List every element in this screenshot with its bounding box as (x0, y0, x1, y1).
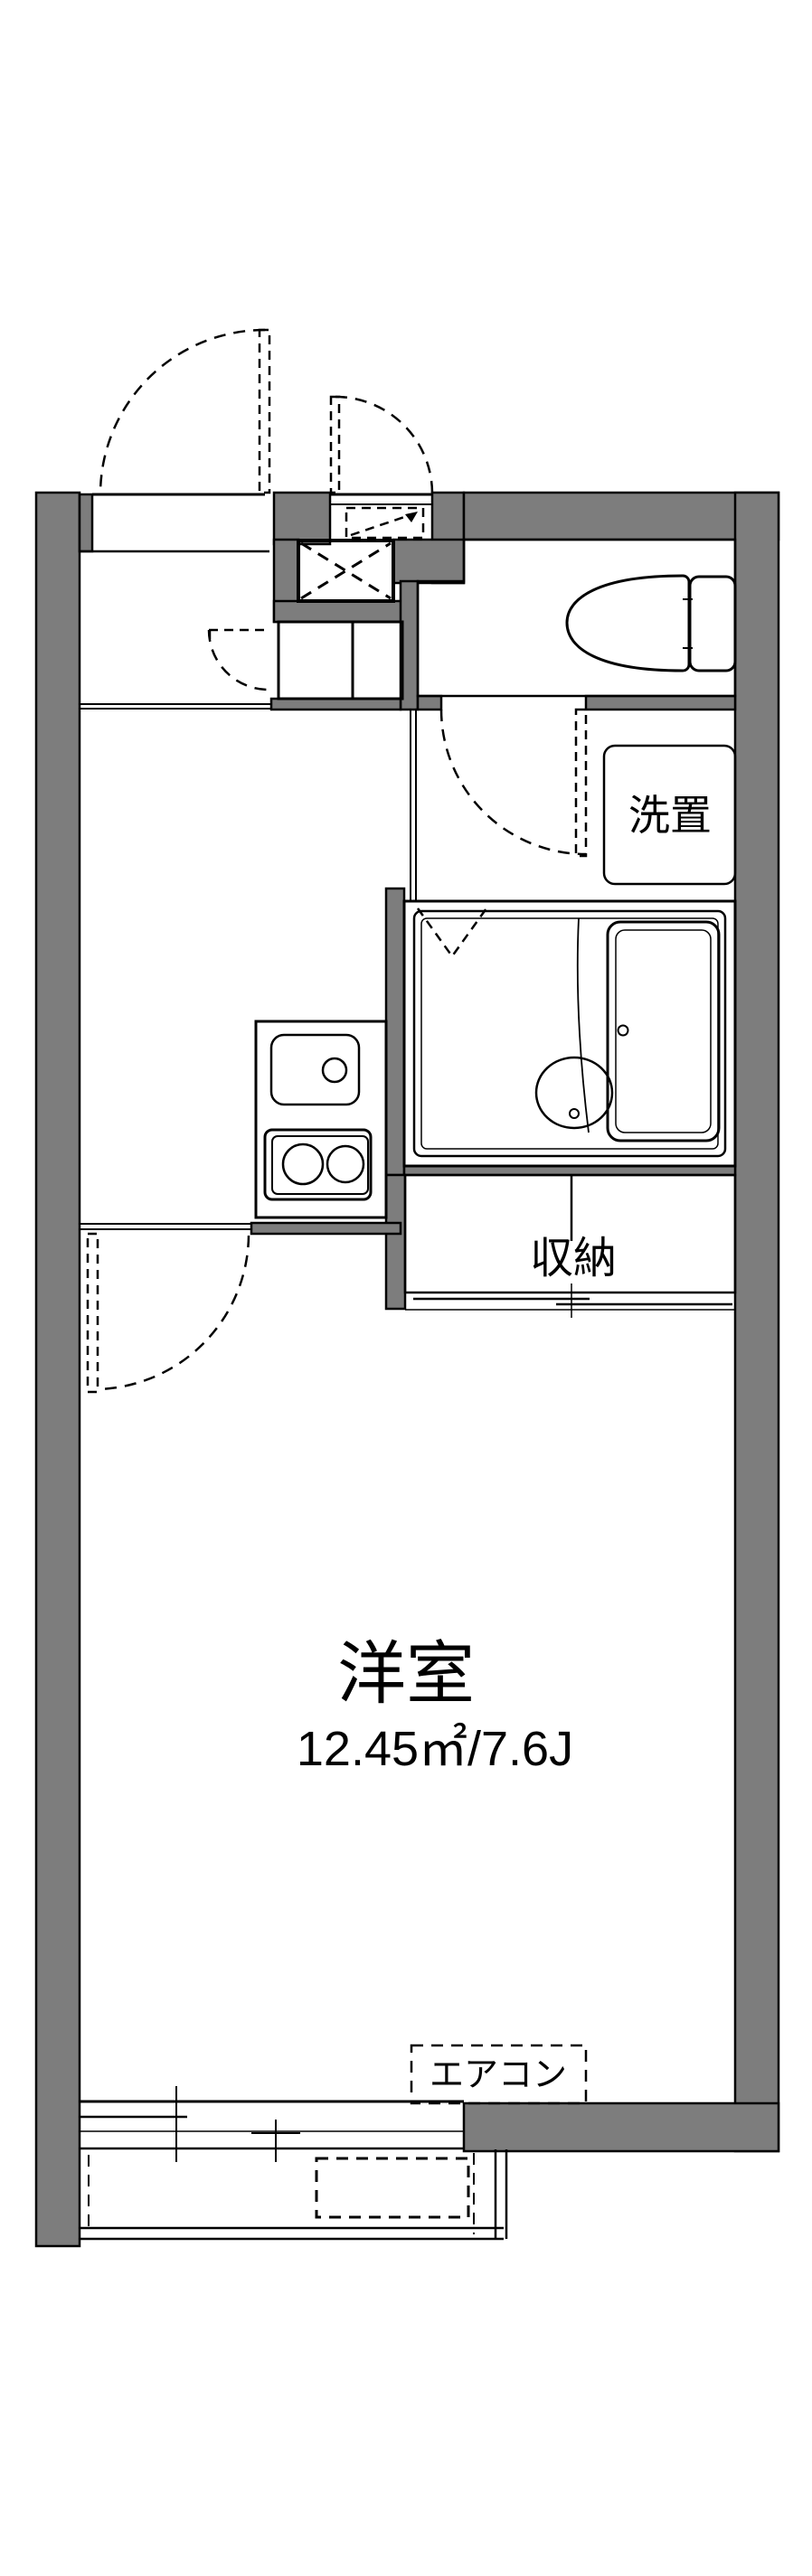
toilet-tank-icon (688, 575, 737, 672)
folding-bath-door-icon (416, 907, 488, 959)
laundry-label: 洗置 (628, 792, 712, 839)
room-door-leaf (86, 1232, 99, 1394)
toilet-doorway-right-wall (584, 694, 737, 711)
burner-left-icon (281, 1142, 325, 1186)
bottom-right-wall (462, 2101, 780, 2153)
balcony-icon (80, 2149, 508, 2241)
bathroom (402, 899, 737, 1168)
air-conditioner-slot-icon (410, 2044, 588, 2105)
basin-drain-icon (569, 1108, 580, 1119)
entry-porch (92, 328, 434, 540)
kitchen-sink-icon (269, 1033, 361, 1106)
meter-box-diagonal-2 (300, 541, 392, 600)
kitchen (254, 1020, 388, 1219)
toilet-room (416, 538, 737, 858)
washroom: 洗置 (410, 710, 737, 901)
bathtub-handle-icon (617, 1024, 629, 1037)
toilet-doorway-left-jamb (416, 694, 443, 711)
meter-box-icon (297, 539, 395, 603)
stove-outline (263, 1128, 373, 1201)
shower-partition-line (576, 917, 590, 1133)
bathroom-outer (402, 899, 737, 1168)
top-wall-entry-block (272, 491, 332, 546)
kitchen-counter (254, 1020, 388, 1219)
shoe-cabinet-icon (277, 620, 354, 700)
left-wall-entry-thick (78, 493, 94, 553)
trunk-arrow-head (405, 512, 418, 522)
trunk-door-leaf (329, 395, 341, 494)
right-wall (733, 491, 780, 2153)
western-room-label: 洋室 (337, 1636, 475, 1713)
washing-machine-space (602, 744, 737, 886)
outer-walls (34, 491, 780, 2248)
bathroom-left-wall (384, 887, 406, 1177)
room-door-swing-icon (97, 1235, 250, 1391)
meter-box-outline (297, 539, 395, 603)
closet-left-wall (384, 1173, 407, 1311)
front-door-leaf (258, 328, 271, 494)
trunk-door-swing-icon (335, 395, 434, 494)
toilet-room-floor (416, 538, 737, 698)
stove-inner-line (271, 1135, 369, 1195)
bathtub-icon (606, 920, 721, 1142)
front-door-swing-icon (99, 328, 266, 494)
balcony-hatch-icon (315, 2157, 470, 2219)
entry-cabinet-top-wall (272, 599, 404, 624)
burner-right-icon (326, 1144, 365, 1184)
trunk-arrow-line (350, 512, 413, 537)
corridor-kitchen-wall (269, 697, 402, 711)
bathtub-inner-line (615, 929, 712, 1133)
bathroom-floor (412, 909, 727, 1158)
toilet-icon (565, 574, 691, 672)
faucet-icon (321, 1057, 348, 1084)
corridor-door-swing-icon (207, 629, 269, 691)
inner-walls (250, 538, 737, 1311)
shoe-cabinet-side (351, 620, 404, 700)
sliding-window-icon (80, 2086, 464, 2162)
toilet-door-swing-icon (439, 709, 587, 856)
left-wall (34, 491, 81, 2248)
meter-box-right-wall (392, 538, 466, 585)
closet: 収納 (403, 1173, 737, 1318)
kitchen-bottom-wall (250, 1221, 402, 1236)
top-wall-right (462, 491, 780, 541)
closet-label: 収納 (530, 1235, 617, 1283)
meter-box-diagonal-1 (300, 541, 392, 600)
western-room: 洋室 12.45㎡/7.6J エアコン (80, 1223, 588, 2105)
western-room-area-label: 12.45㎡/7.6J (297, 1722, 573, 1776)
toilet-door-leaf (574, 708, 588, 858)
aircon-label: エアコン (430, 2056, 567, 2094)
entry-hall (80, 550, 404, 710)
wash-basin-icon (534, 1056, 614, 1130)
trunk-storage-icon (345, 506, 425, 540)
